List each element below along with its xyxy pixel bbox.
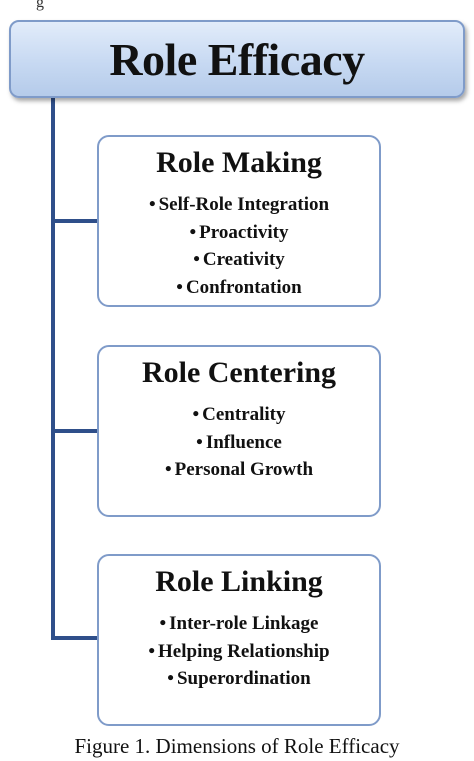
- dimension-item: •Influence: [196, 431, 282, 453]
- bullet-icon: •: [164, 459, 172, 480]
- bullet-icon: •: [193, 249, 200, 270]
- dimension-item: •Centrality: [192, 404, 286, 425]
- title-box: Role Efficacy: [9, 20, 465, 98]
- dimension-title: Role Making: [156, 146, 322, 179]
- dimension-item: •Superordination: [167, 668, 311, 689]
- dimension-item-list: •Inter-role Linkage •Helping Relationshi…: [99, 610, 379, 693]
- dimension-item: •Proactivity: [189, 221, 289, 243]
- diagram-title: Role Efficacy: [109, 33, 365, 85]
- cropped-text-fragment: g: [36, 0, 44, 11]
- dimension-box-role-linking: Role Linking •Inter-role Linkage •Helpin…: [97, 554, 381, 726]
- dimension-item-list: •Self-Role Integration •Proactivity •Cre…: [99, 191, 379, 301]
- bullet-icon: •: [189, 221, 197, 243]
- bullet-icon: •: [148, 640, 156, 662]
- dimension-title: Role Centering: [141, 356, 337, 389]
- dimension-item: •Personal Growth: [164, 459, 314, 480]
- dimension-title: Role Linking: [155, 565, 323, 598]
- dimension-item: •Helping Relationship: [148, 640, 330, 662]
- bullet-icon: •: [176, 276, 183, 298]
- figure-caption: Figure 1. Dimensions of Role Efficacy: [74, 734, 400, 758]
- bullet-icon: •: [196, 431, 203, 453]
- dimension-item: •Creativity: [193, 249, 285, 270]
- dimension-box-role-centering: Role Centering •Centrality •Influence •P…: [97, 345, 381, 517]
- bullet-icon: •: [148, 194, 156, 215]
- bullet-icon: •: [167, 668, 174, 689]
- bullet-icon: •: [159, 613, 167, 634]
- dimension-item: •Confrontation: [176, 276, 302, 298]
- dimension-box-role-making: Role Making •Self-Role Integration •Proa…: [97, 135, 381, 307]
- dimension-item-list: •Centrality •Influence •Personal Growth: [99, 401, 379, 484]
- dimension-item: •Inter-role Linkage: [159, 613, 319, 634]
- bullet-icon: •: [192, 404, 200, 425]
- dimension-item: •Self-Role Integration: [148, 194, 330, 215]
